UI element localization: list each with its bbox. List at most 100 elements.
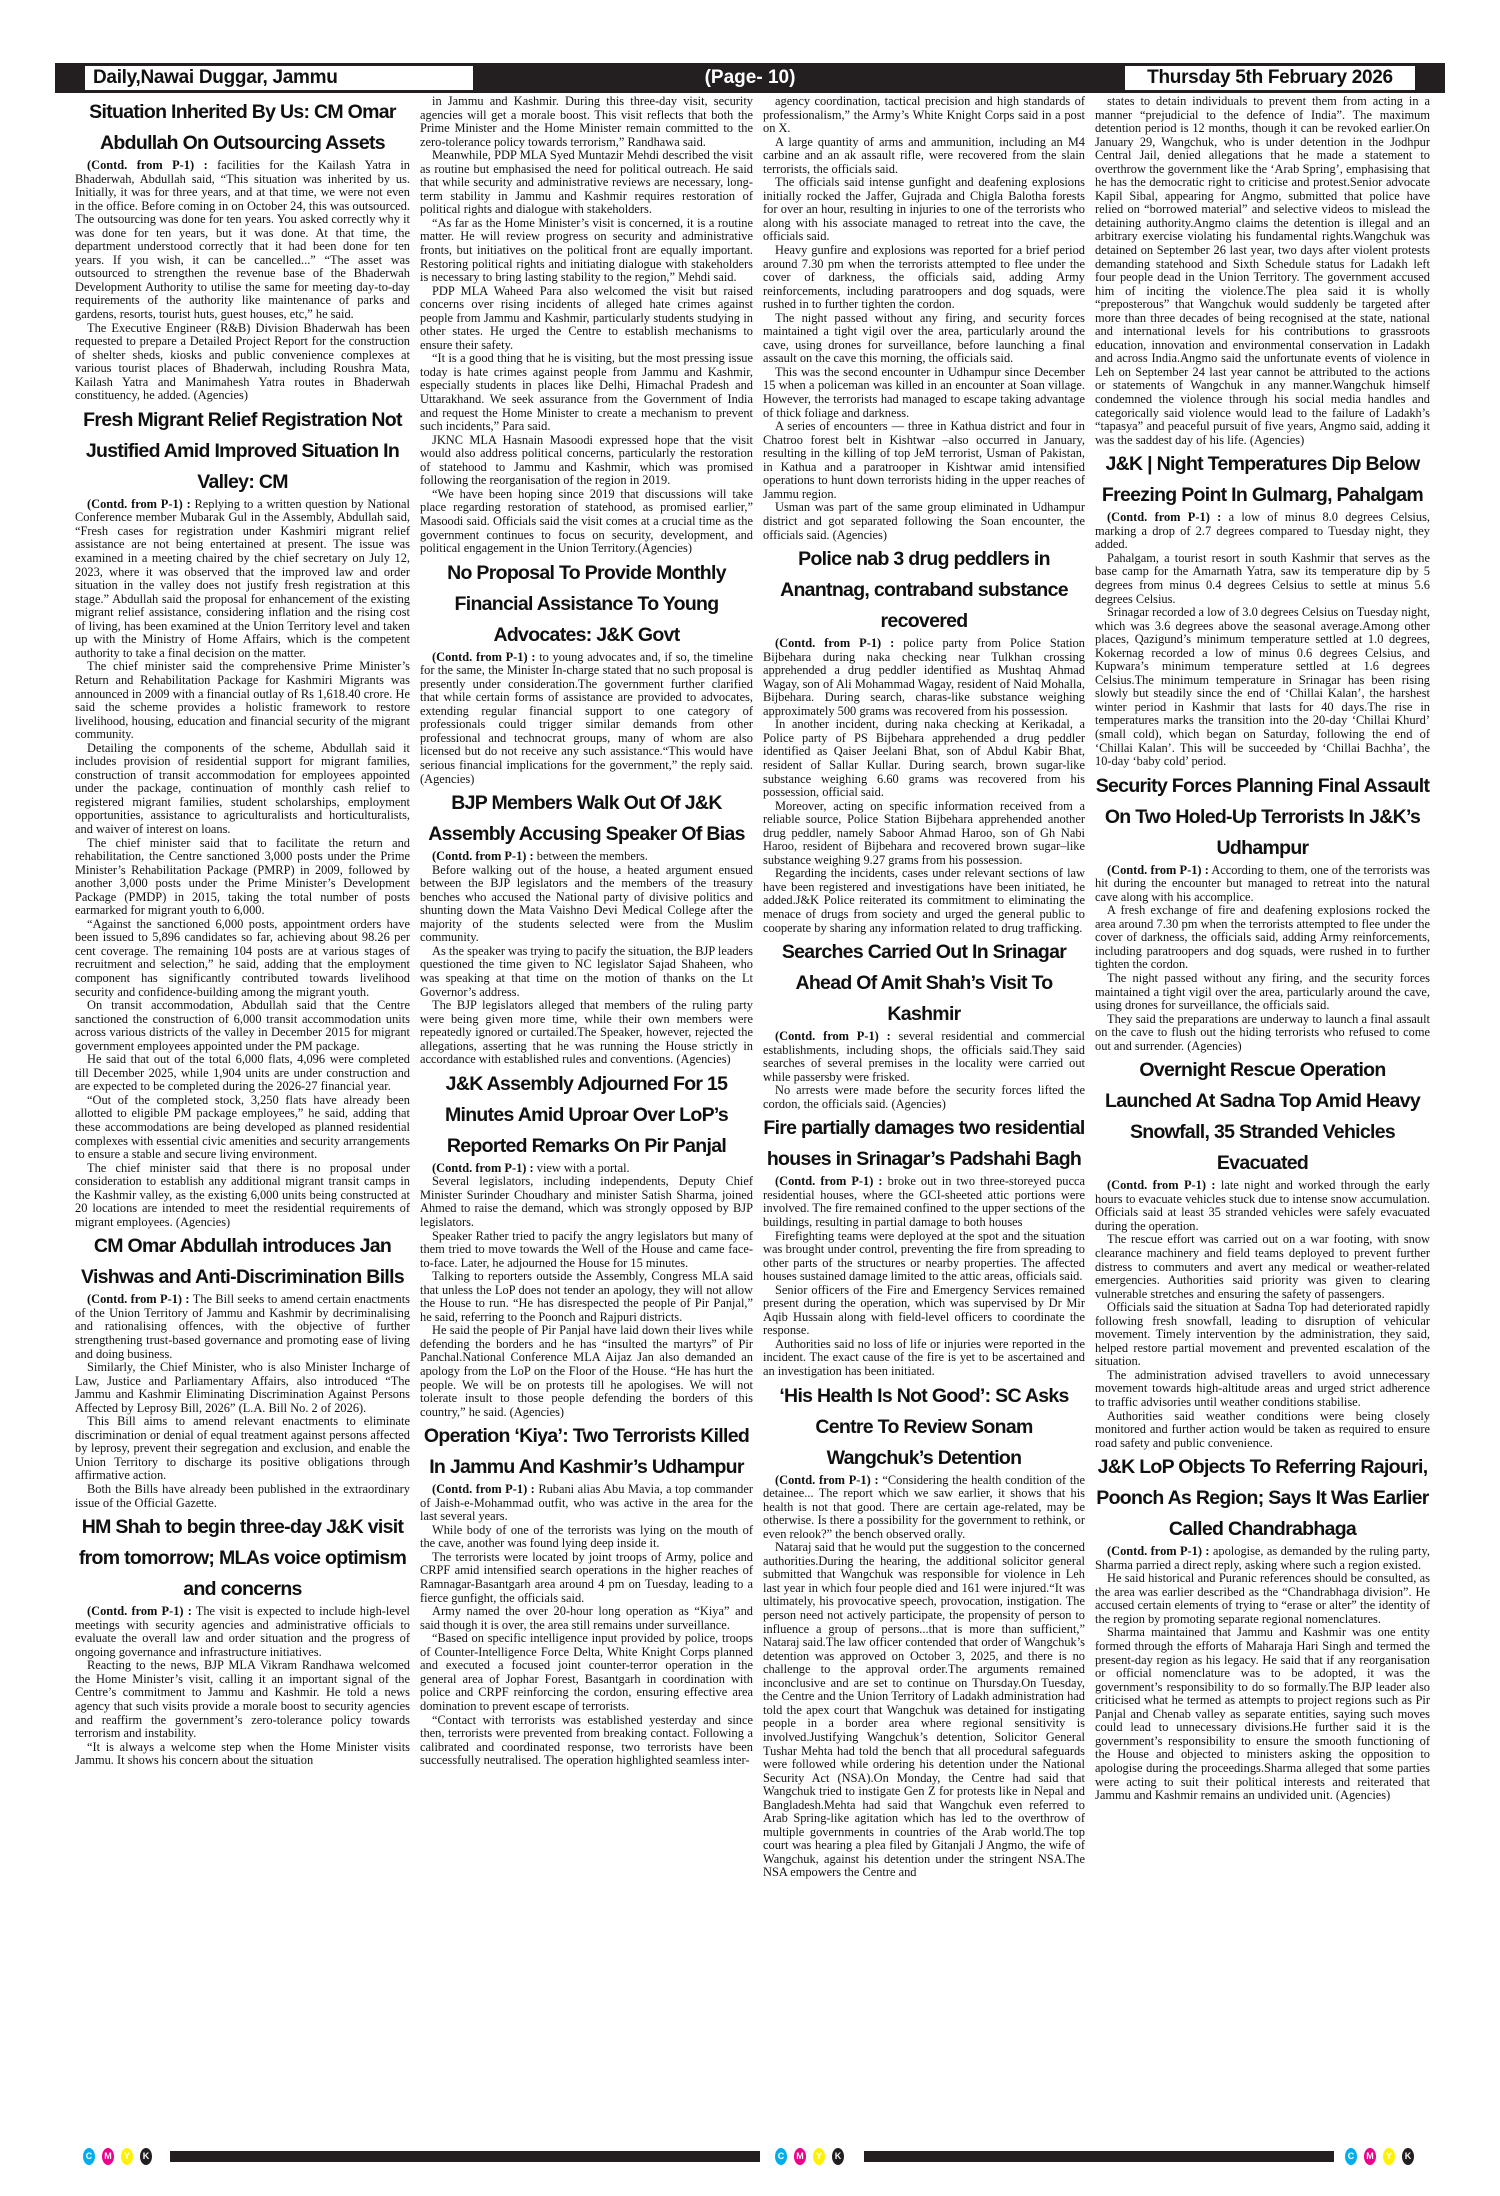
paragraph-text: facilities for the Kailash Yatra in Bhad… [75, 158, 410, 322]
paragraph-text: In another incident, during naka checkin… [763, 717, 1085, 800]
article-paragraph: Usman was part of the same group elimina… [763, 501, 1085, 542]
paragraph-text: He said that out of the total 6,000 flat… [75, 1052, 410, 1094]
paragraph-text: The chief minister said the comprehensiv… [75, 659, 410, 742]
paragraph-text: Speaker Rather tried to pacify the angry… [420, 1228, 753, 1270]
paragraph-text: No arrests were made before the security… [763, 1083, 1085, 1111]
paragraph-text: The night passed without any firing, and… [763, 310, 1085, 366]
paragraph-text: Nataraj said that he would put the sugge… [763, 1540, 1085, 1880]
paragraph-text: This Bill aims to amend relevant enactme… [75, 1414, 410, 1483]
article-paragraph: Moreover, acting on specific information… [763, 798, 1085, 868]
article-paragraph: Meanwhile, PDP MLA Syed Muntazir Mehdi d… [420, 148, 753, 217]
article-paragraph: “Contact with terrorists was established… [420, 1713, 753, 1768]
masthead-bar: Daily,Nawai Duggar, Jammu (Page- 10) Thu… [55, 63, 1445, 93]
paragraph-text: Senior officers of the Fire and Emergenc… [763, 1282, 1085, 1338]
article-headline: BJP Members Walk Out Of J&K Assembly Acc… [428, 792, 745, 846]
paragraph-text: Pahalgam, a tourist resort in south Kash… [1095, 550, 1430, 606]
article: J&K Assembly Adjourned For 15 Minutes Am… [420, 1069, 753, 1419]
article-headline: No Proposal To Provide Monthly Financial… [447, 561, 726, 646]
continuation-lead: (Contd. from P-1) : [432, 1482, 535, 1497]
column-3: agency coordination, tactical precision … [763, 95, 1085, 2135]
article-paragraph: While body of one of the terrorists was … [420, 1523, 753, 1551]
paragraph-text: They said the preparations are underway … [1095, 1011, 1430, 1053]
article-paragraph: “Based on specific intelligence input pr… [420, 1631, 753, 1713]
paragraph-text: apologise, as demanded by the ruling par… [1095, 1544, 1430, 1572]
article-paragraph: The night passed without any firing, and… [1095, 971, 1430, 1013]
paragraph-text: Srinagar recorded a low of 3.0 degrees C… [1095, 605, 1430, 769]
paragraph-text: A series of encounters — three in Kathua… [763, 419, 1085, 501]
article-paragraph: “As far as the Home Minister’s visit is … [420, 215, 753, 285]
article-paragraph: Nataraj said that he would put the sugge… [763, 1541, 1085, 1880]
registration-mark-c-icon: C [1345, 2148, 1357, 2165]
article-paragraph: Sharma maintained that Jammu and Kashmir… [1095, 1626, 1430, 1802]
paragraph-text: On transit accommodation, Abdullah said … [75, 998, 410, 1053]
paragraph-text: a low of minus 8.0 degrees Celsius, mark… [1095, 510, 1430, 552]
continuation-lead: (Contd. from P-1) : [775, 636, 895, 651]
article-paragraph: Before walking out of the house, a heate… [420, 862, 753, 945]
article-headline: ‘His Health Is Not Good’: SC Asks Centre… [779, 1384, 1069, 1469]
continuation-lead: (Contd. from P-1) : [1107, 1544, 1210, 1559]
article-paragraph: (Contd. from P-1) : police party from Po… [763, 636, 1085, 718]
paragraph-text: states to detain individuals to prevent … [1095, 95, 1430, 447]
article: Security Forces Planning Final Assault O… [1095, 771, 1430, 1054]
registration-mark-m-icon: M [102, 2148, 114, 2165]
continuation-lead: (Contd. from P-1) : [87, 1604, 192, 1619]
continuation-lead: (Contd. from P-1) : [87, 1292, 190, 1307]
newspaper-name: Daily,Nawai Duggar, Jammu [85, 66, 473, 90]
paragraph-text: Heavy gunfire and explosions was reporte… [763, 243, 1085, 312]
paragraph-text: “Based on specific intelligence input pr… [420, 1631, 753, 1713]
registration-mark-k-icon: K [832, 2148, 844, 2165]
paragraph-text: Authorities said weather conditions were… [1095, 1408, 1430, 1450]
registration-bar [864, 2151, 1334, 2162]
paragraph-text: in Jammu and Kashmir. During this three-… [420, 95, 753, 149]
article-paragraph: Similarly, the Chief Minister, who is al… [75, 1360, 410, 1415]
article: No Proposal To Provide Monthly Financial… [420, 558, 753, 786]
article-headline: J&K | Night Temperatures Dip Below Freez… [1101, 453, 1424, 507]
article-paragraph: The chief minister said that there is no… [75, 1160, 410, 1230]
paragraph-text: late night and worked through the early … [1095, 1178, 1430, 1233]
paragraph-text: The chief minister said that there is no… [75, 1160, 410, 1229]
paragraph-text: The chief minister said that to facilita… [75, 835, 410, 918]
paragraph-text: Meanwhile, PDP MLA Syed Muntazir Mehdi d… [420, 148, 753, 217]
article-continuation: agency coordination, tactical precision … [763, 95, 1085, 542]
article-paragraph: The rescue effort was carried out on a w… [1095, 1233, 1430, 1301]
article-headline: Operation ‘Kiya’: Two Terrorists Killed … [423, 1425, 750, 1479]
continuation-lead: (Contd. from P-1) : [87, 496, 191, 511]
article: Police nab 3 drug peddlers in Anantnag, … [763, 544, 1085, 935]
registration-mark-y-icon: Y [813, 2148, 825, 2165]
article-continuation: states to detain individuals to prevent … [1095, 95, 1430, 447]
article: Fire partially damages two residential h… [763, 1113, 1085, 1378]
article-paragraph: Srinagar recorded a low of 3.0 degrees C… [1095, 605, 1430, 769]
article-paragraph: Firefighting teams were deployed at the … [763, 1229, 1085, 1284]
article-paragraph: (Contd. from P-1) : According to them, o… [1095, 863, 1430, 905]
article-paragraph: states to detain individuals to prevent … [1095, 95, 1430, 447]
paragraph-text: to young advocates and, if so, the timel… [420, 649, 753, 786]
article-paragraph: (Contd. from P-1) : Replying to a writte… [75, 496, 410, 661]
paragraph-text: “We have been hoping since 2019 that dis… [420, 486, 753, 556]
paragraph-text: Moreover, acting on specific information… [763, 798, 1085, 867]
paragraph-text: He said historical and Puranic reference… [1095, 1571, 1430, 1626]
paragraph-text: “As far as the Home Minister’s visit is … [420, 215, 753, 285]
article-paragraph: (Contd. from P-1) : The visit is expecte… [75, 1604, 410, 1659]
article-paragraph: A series of encounters — three in Kathua… [763, 419, 1085, 501]
paragraph-text: Authorities said no loss of life or inju… [763, 1336, 1085, 1379]
article-paragraph: Pahalgam, a tourist resort in south Kash… [1095, 550, 1430, 606]
paragraph-text: The Bill seeks to amend certain enactmen… [75, 1292, 410, 1361]
article-headline: Fresh Migrant Relief Registration Not Ju… [83, 408, 402, 493]
article-paragraph: Both the Bills have already been publish… [75, 1482, 410, 1510]
paragraph-text: The rescue effort was carried out on a w… [1095, 1232, 1430, 1301]
continuation-lead: (Contd. from P-1) : [87, 158, 208, 172]
article-paragraph: Regarding the incidents, cases under rel… [763, 867, 1085, 935]
article-headline: Searches Carried Out In Srinagar Ahead O… [781, 941, 1067, 1026]
article-paragraph: Reacting to the news, BJP MLA Vikram Ran… [75, 1659, 410, 1740]
article-paragraph: Authorities said weather conditions were… [1095, 1408, 1430, 1451]
paragraph-text: PDP MLA Waheed Para also welcomed the vi… [420, 283, 753, 352]
column-1: Situation Inherited By Us: CM Omar Abdul… [75, 95, 410, 2135]
paragraph-text: Before walking out of the house, a heate… [420, 862, 753, 945]
article-paragraph: (Contd. from P-1) : several residential … [763, 1029, 1085, 1084]
article-paragraph: (Contd. from P-1) : Rubani alias Abu Mav… [420, 1482, 753, 1524]
column-2: in Jammu and Kashmir. During this three-… [420, 95, 753, 2135]
article-paragraph: (Contd. from P-1) : between the members. [420, 849, 753, 864]
registration-mark-c-icon: C [775, 2148, 787, 2165]
article-paragraph: Heavy gunfire and explosions was reporte… [763, 243, 1085, 312]
article-paragraph: The BJP legislators alleged that members… [420, 998, 753, 1067]
